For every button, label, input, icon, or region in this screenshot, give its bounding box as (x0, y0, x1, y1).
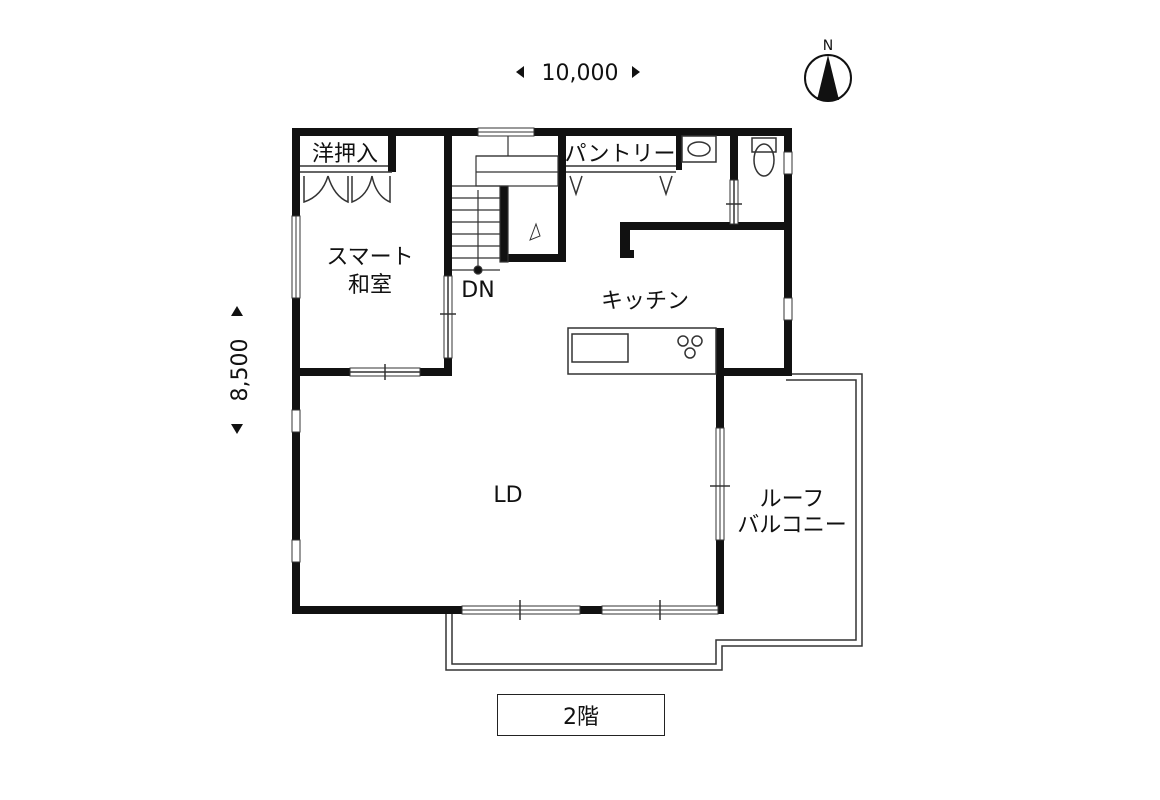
stairs-down-label: DN (461, 278, 494, 303)
roof-balcony-outline (445, 373, 863, 671)
kitchen-counter (567, 327, 717, 375)
pantry-label: パントリー (564, 142, 675, 167)
width-dimension: 10,000 (516, 61, 640, 86)
smart-washitsu-label-1: スマート (326, 245, 413, 270)
arrow-down-icon (231, 424, 243, 434)
smart-washitsu-label-2: 和室 (348, 273, 392, 298)
roof-balcony-label-1: ルーフ (760, 487, 825, 512)
depth-dimension: 8,500 (228, 306, 253, 434)
floor-label: 2階 (497, 694, 665, 736)
roof-balcony-label-2: バルコニー (737, 513, 847, 538)
closet-label: 洋押入 (312, 142, 378, 167)
stove-burner-icon (691, 335, 703, 347)
north-compass-icon: N (804, 38, 852, 102)
windows (291, 127, 793, 620)
stove-burner-icon (684, 347, 696, 359)
stove-burner-icon (677, 335, 689, 347)
compass-label: N (823, 38, 833, 54)
arrow-right-icon (632, 66, 640, 78)
closet-doors (300, 165, 392, 204)
arrow-left-icon (516, 66, 524, 78)
kitchen-label: キッチン (601, 289, 689, 314)
arrow-up-icon (231, 306, 243, 316)
pantry-shelf (566, 165, 676, 197)
toilet-icon (751, 137, 777, 177)
depth-dimension-label: 8,500 (228, 339, 253, 402)
ld-label: LD (493, 483, 522, 508)
width-dimension-label: 10,000 (542, 61, 619, 86)
stairs (452, 136, 559, 275)
washbasin-icon (681, 135, 717, 163)
sliding-doors (349, 179, 742, 380)
